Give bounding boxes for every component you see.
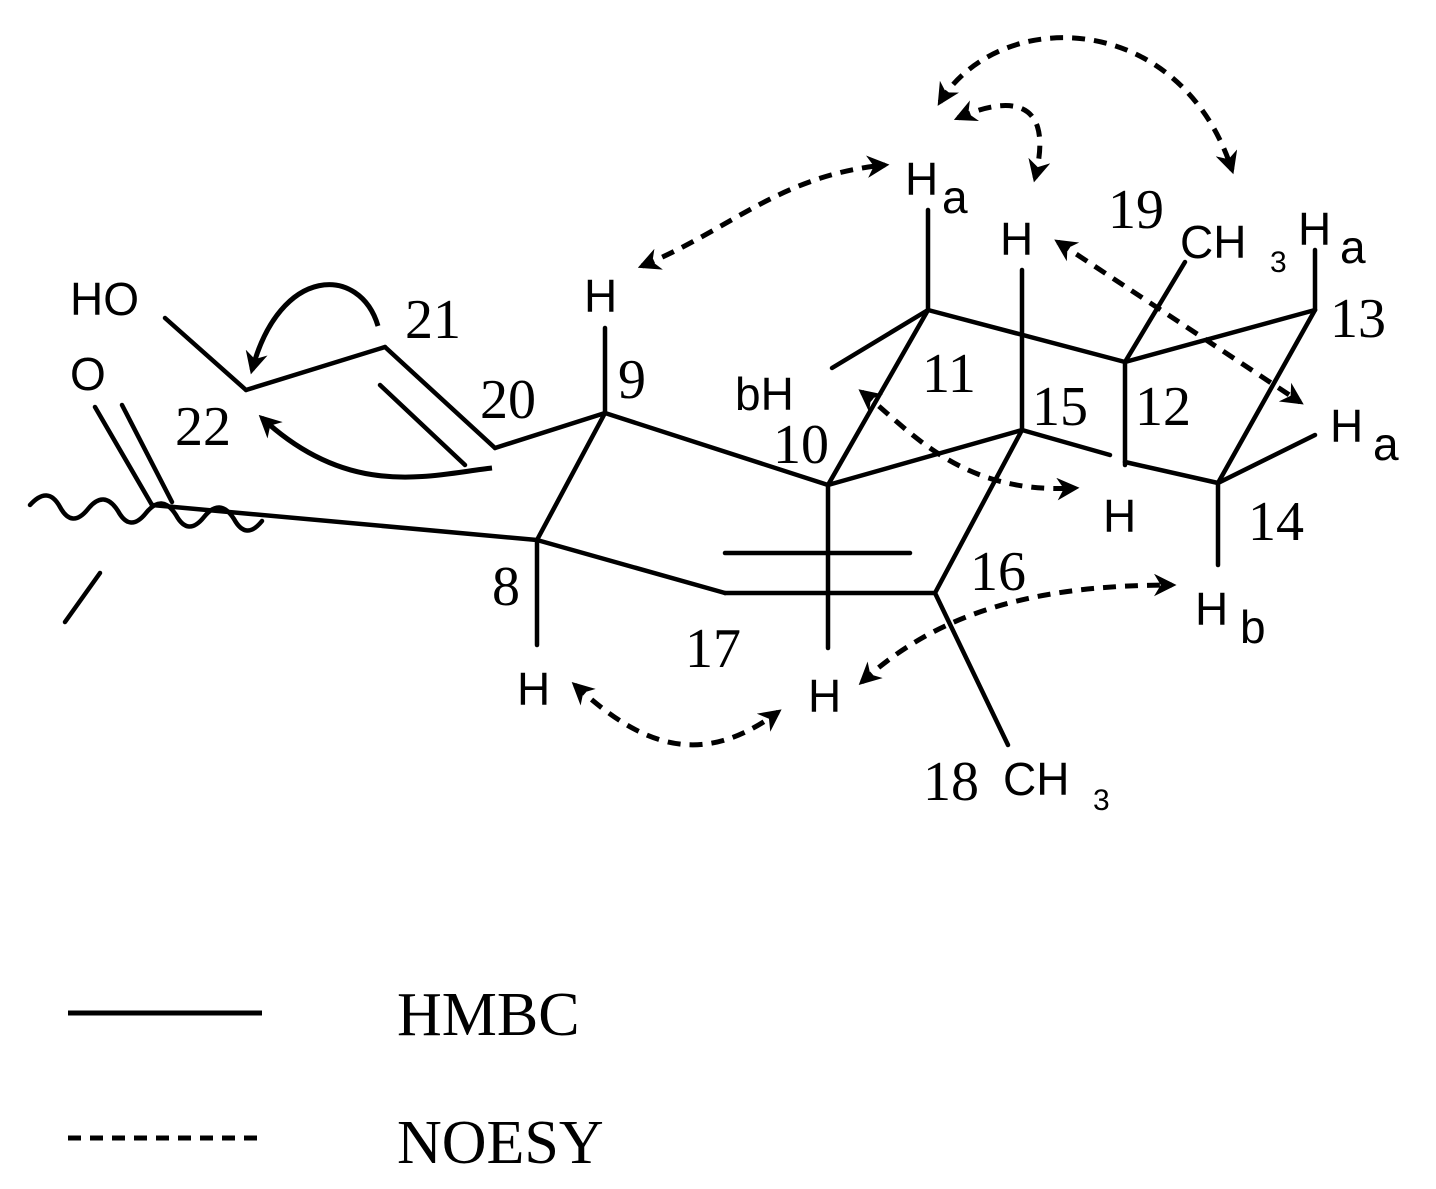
bond-c11-hb: [829, 307, 931, 371]
bond-oh-c22: [162, 315, 249, 393]
atom-labels: HO O 22 21 20 9 8 17 10 11 15 12 13 14 1…: [70, 153, 1399, 817]
bond-c9-c10: [602, 410, 831, 488]
label-h10: H: [808, 670, 841, 722]
bond-c21-c20: [382, 344, 498, 451]
bond-carbonyl-2: [119, 402, 175, 505]
hmbc-arrow-20-22: [258, 414, 493, 480]
svg-text:CH: CH: [1003, 753, 1069, 805]
svg-text:3: 3: [1270, 246, 1287, 279]
svg-text:CH: CH: [1180, 216, 1246, 268]
noesy-h10-h14b: [858, 573, 1177, 686]
label-c14: 14: [1248, 491, 1304, 553]
legend-hmbc-label: HMBC: [397, 981, 580, 1049]
label-h12: H: [1103, 490, 1136, 542]
svg-text:a: a: [1373, 418, 1399, 470]
hmbc-arrow-21-22: [245, 282, 381, 375]
svg-text:H: H: [1195, 583, 1228, 635]
svg-text:a: a: [942, 171, 968, 223]
noesy-h15-h14a: [1054, 239, 1304, 405]
label-c17: 17: [685, 618, 741, 680]
label-o: O: [70, 348, 106, 400]
label-c8: 8: [492, 556, 520, 618]
label-h14a: H a: [1330, 400, 1399, 470]
svg-text:a: a: [1340, 221, 1366, 273]
noesy-h11a-h15: [953, 100, 1051, 183]
bond-c8-c17: [534, 537, 728, 596]
bond-c14-h-side: [1122, 459, 1221, 486]
legend-noesy-label: NOESY: [397, 1109, 604, 1177]
label-c21: 21: [405, 289, 461, 351]
bonds: [27, 207, 1318, 748]
label-h14b: H b: [1195, 583, 1266, 653]
svg-text:H: H: [905, 153, 938, 205]
bond-methyl-stub: [62, 570, 103, 625]
label-h8: H: [517, 663, 550, 715]
label-h13a: H a: [1298, 203, 1366, 273]
label-c10: 10: [773, 414, 829, 476]
svg-text:19: 19: [1108, 179, 1164, 241]
label-c19-methyl: 19 CH 3: [1108, 179, 1287, 279]
svg-text:3: 3: [1093, 784, 1110, 817]
legend: HMBC NOESY: [68, 981, 604, 1177]
label-c15: 15: [1032, 376, 1088, 438]
noesy-h9-h11a: [637, 155, 890, 270]
svg-text:b: b: [1240, 601, 1266, 653]
label-c22: 22: [175, 396, 231, 458]
hmbc-arrows: [245, 282, 493, 480]
label-c13: 13: [1330, 288, 1386, 350]
label-c9: 9: [618, 349, 646, 411]
noesy-h11a-h13a: [937, 35, 1238, 175]
label-c12: 12: [1135, 376, 1191, 438]
bond-c14-ha: [1215, 432, 1318, 486]
bond-c16-c18: [932, 590, 1011, 748]
label-c18-methyl: 18 CH 3: [923, 751, 1110, 817]
label-h11a: H a: [905, 153, 968, 223]
label-c11: 11: [922, 343, 976, 405]
svg-text:H: H: [1330, 400, 1363, 452]
label-h15: H: [1000, 213, 1033, 265]
noesy-h8-h10: [571, 681, 782, 748]
bond-carbonyl-1: [92, 404, 155, 508]
noesy-h11b-h12: [858, 389, 1080, 501]
svg-text:18: 18: [923, 751, 979, 813]
bond-c9-c8: [534, 410, 608, 543]
label-c20: 20: [480, 369, 536, 431]
bond-c22-c21: [243, 344, 388, 393]
label-h9: H: [584, 270, 617, 322]
bond-c21-c20-double: [377, 382, 468, 468]
bond-co-c8: [149, 502, 540, 543]
label-ho: HO: [70, 273, 139, 325]
label-c16: 16: [970, 541, 1026, 603]
bond-c20-c9: [492, 410, 608, 451]
noesy-arrows: [571, 35, 1304, 748]
svg-text:H: H: [1298, 203, 1331, 255]
label-h11b: bH: [735, 368, 794, 420]
